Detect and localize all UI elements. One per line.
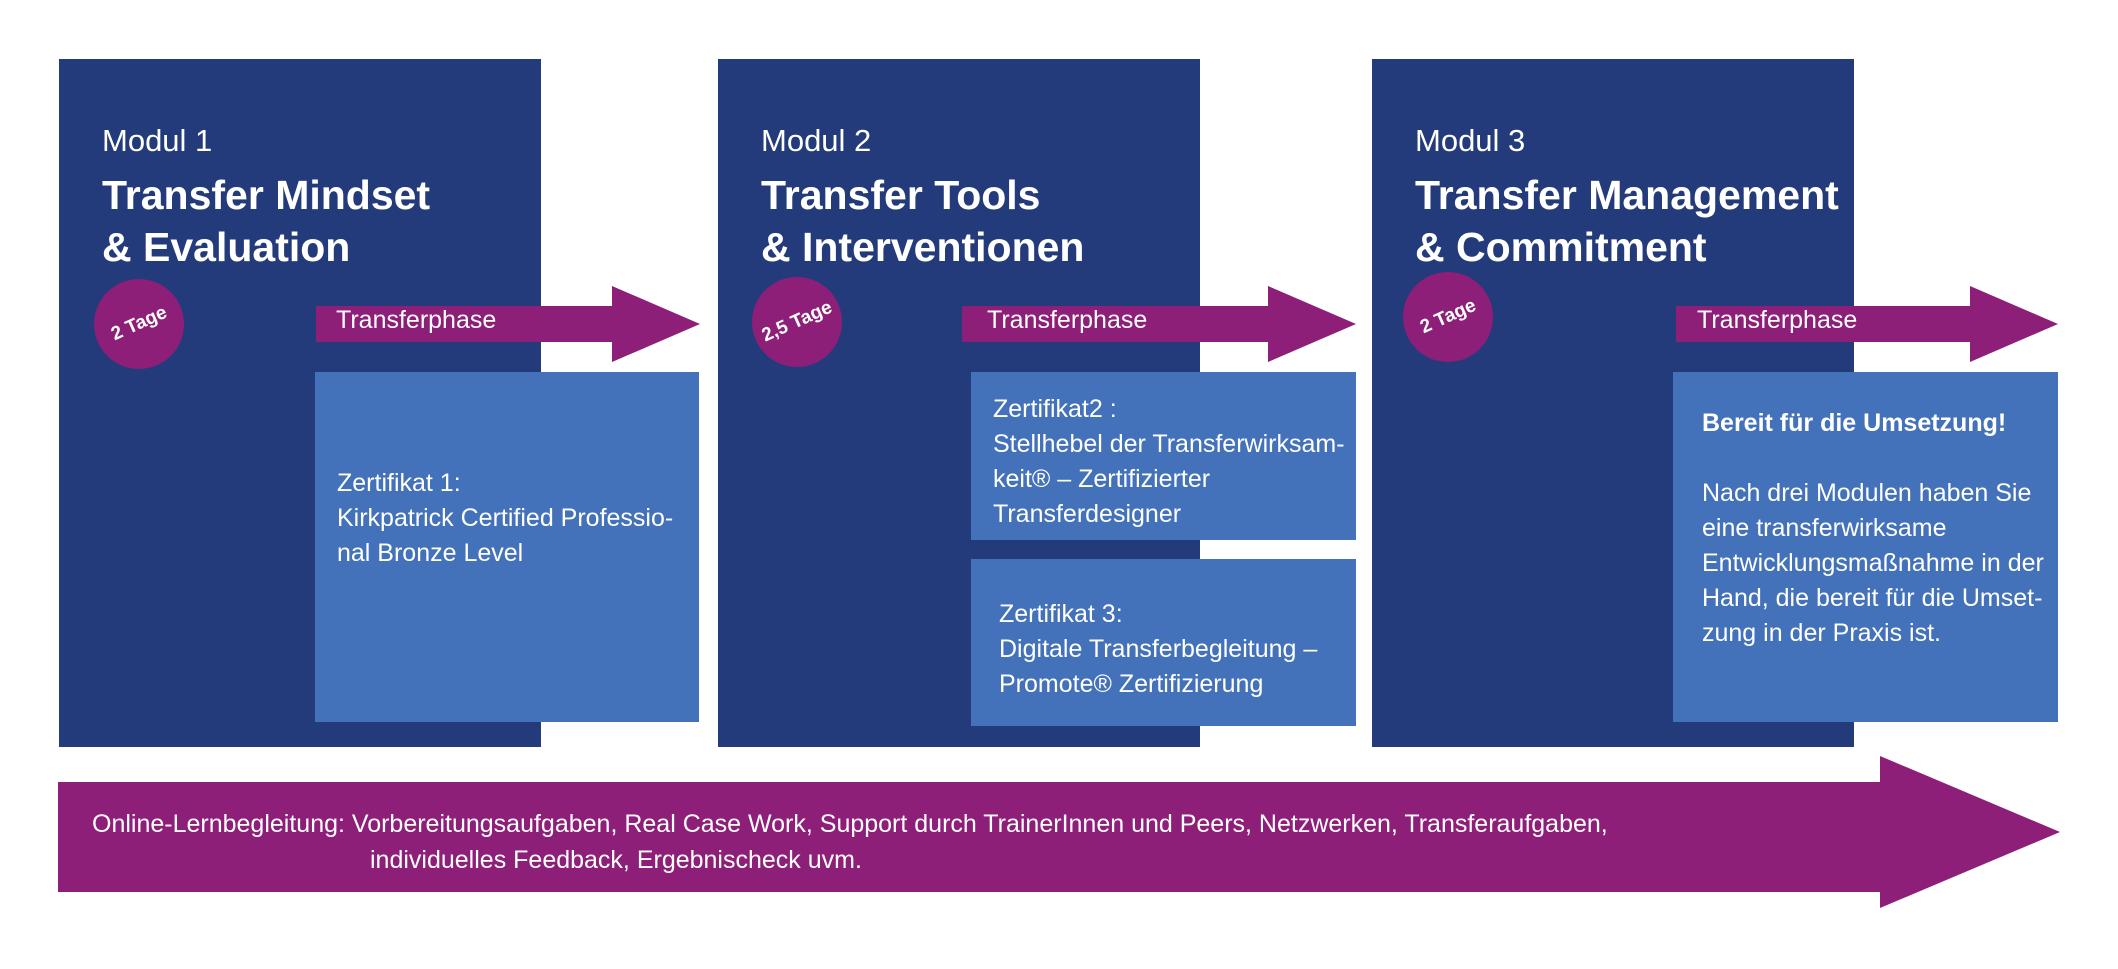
transferphase-arrow-1 xyxy=(316,286,700,362)
module-2-title: Transfer Tools & Interventionen xyxy=(761,169,1221,273)
certificate-3-box: Zertifikat 3: Digitale Transferbegleitun… xyxy=(971,559,1356,726)
ready-body-line: Nach drei Modulen haben Sie xyxy=(1702,479,2032,507)
module-3-duration: 2 Tage xyxy=(1416,294,1479,339)
certificate-1-line: Kirkpatrick Certified Professio- xyxy=(337,504,674,532)
certificate-3-line: Digitale Transferbegleitung – xyxy=(999,635,1318,663)
certificate-1-text: Zertifikat 1: Kirkpatrick Certified Prof… xyxy=(337,466,673,571)
certificate-1-line: Zertifikat 1: xyxy=(337,469,461,497)
certificate-2-line: Zertifikat2 : xyxy=(993,395,1117,423)
certificate-2-box: Zertifikat2 : Stellhebel der Transferwir… xyxy=(971,372,1356,540)
ready-spacer xyxy=(1702,441,2044,476)
online-learning-line1: Online-Lernbegleitung: Vorbereitungsaufg… xyxy=(92,810,1608,838)
transferphase-arrow-3 xyxy=(1676,286,2058,362)
online-learning-line2: individuelles Feedback, Ergebnischeck uv… xyxy=(370,846,862,874)
module-2-title-line1: Transfer Tools xyxy=(761,172,1041,218)
certificate-3-text: Zertifikat 3: Digitale Transferbegleitun… xyxy=(999,597,1317,702)
module-3-title: Transfer Management & Commitment xyxy=(1415,169,1875,273)
ready-body-line: Entwicklungsmaßnahme in der xyxy=(1702,549,2044,577)
ready-body-line: zung in der Praxis ist. xyxy=(1702,619,1941,647)
module-2-label: Modul 2 xyxy=(761,123,872,158)
online-learning-text: Online-Lernbegleitung: Vorbereitungsaufg… xyxy=(92,806,1608,878)
ready-box: Bereit für die Umsetzung! Nach drei Modu… xyxy=(1673,372,2058,722)
module-2-duration-badge: 2,5 Tage xyxy=(752,277,842,367)
certificate-1-line: nal Bronze Level xyxy=(337,539,524,567)
transferphase-label-1: Transferphase xyxy=(336,306,497,334)
module-1-label: Modul 1 xyxy=(102,123,213,158)
module-1-title-line2: & Evaluation xyxy=(102,224,351,270)
transferphase-label-2: Transferphase xyxy=(987,306,1148,334)
transferphase-label-3: Transferphase xyxy=(1697,306,1858,334)
module-1-duration-badge: 2 Tage xyxy=(94,279,184,369)
certificate-3-line: Zertifikat 3: xyxy=(999,600,1123,628)
module-3-duration-badge: 2 Tage xyxy=(1403,272,1493,362)
module-3-title-line1: Transfer Management xyxy=(1415,172,1839,218)
ready-body-line: eine transferwirksame xyxy=(1702,514,1947,542)
module-3-label: Modul 3 xyxy=(1415,123,1526,158)
certificate-3-line: Promote® Zertifizierung xyxy=(999,670,1264,698)
module-1-title: Transfer Mindset & Evaluation xyxy=(102,169,562,273)
certificate-1-box: Zertifikat 1: Kirkpatrick Certified Prof… xyxy=(315,372,699,722)
certificate-2-text: Zertifikat2 : Stellhebel der Transferwir… xyxy=(993,392,1345,532)
ready-text: Bereit für die Umsetzung! Nach drei Modu… xyxy=(1702,406,2044,651)
ready-heading: Bereit für die Umsetzung! xyxy=(1702,409,2007,437)
transferphase-arrow-2 xyxy=(962,286,1356,362)
online-learning-arrow xyxy=(58,756,2060,908)
module-1-title-line1: Transfer Mindset xyxy=(102,172,431,218)
certificate-2-line: Transferdesigner xyxy=(993,500,1182,528)
module-1-duration: 2 Tage xyxy=(107,301,170,346)
module-2-duration: 2,5 Tage xyxy=(758,296,836,347)
ready-body-line: Hand, die bereit für die Umset- xyxy=(1702,584,2043,612)
certificate-2-line: keit® – Zertifizierter xyxy=(993,465,1211,493)
module-3-title-line2: & Commitment xyxy=(1415,224,1707,270)
certificate-2-line: Stellhebel der Transferwirksam- xyxy=(993,430,1345,458)
module-2-title-line2: & Interventionen xyxy=(761,224,1085,270)
